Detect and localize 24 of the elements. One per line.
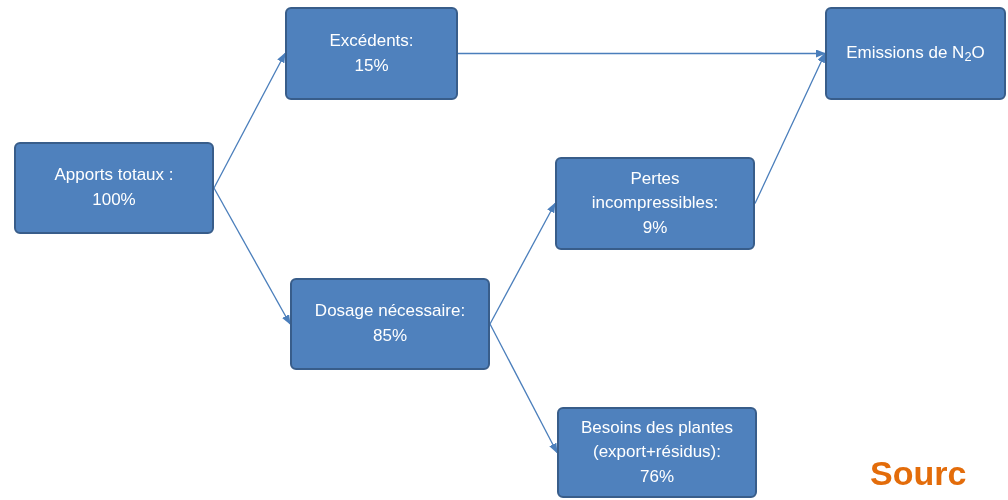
box-text: 76% <box>640 465 674 488</box>
box-text: 9% <box>642 216 668 239</box>
process-box <box>285 7 458 100</box>
box-text: Pertes incompressibles: <box>590 167 720 215</box>
source-note: Sourc <box>870 456 967 490</box>
box-text: Besoins des plantes (export+résidus): <box>579 416 735 464</box>
arrow <box>489 202 556 325</box>
arrow <box>213 52 286 189</box>
process-box <box>557 407 757 498</box>
box-text: Emissions de N$_{2}$O <box>846 42 985 66</box>
process-box <box>555 157 755 250</box>
box-text: Apports totaux : <box>54 164 174 187</box>
arrow <box>754 52 826 205</box>
arrow <box>489 323 558 454</box>
box-text: 15% <box>354 54 389 77</box>
arrow <box>213 187 291 325</box>
process-box <box>825 7 1006 100</box>
box-text: Excédents: <box>329 29 414 52</box>
box-text: 85% <box>373 325 407 347</box>
arrow <box>457 49 826 58</box>
process-box <box>14 142 214 234</box>
process-box <box>290 278 490 370</box>
box-text: Dosage nécessaire: <box>314 300 466 323</box>
box-text: 100% <box>92 189 136 211</box>
